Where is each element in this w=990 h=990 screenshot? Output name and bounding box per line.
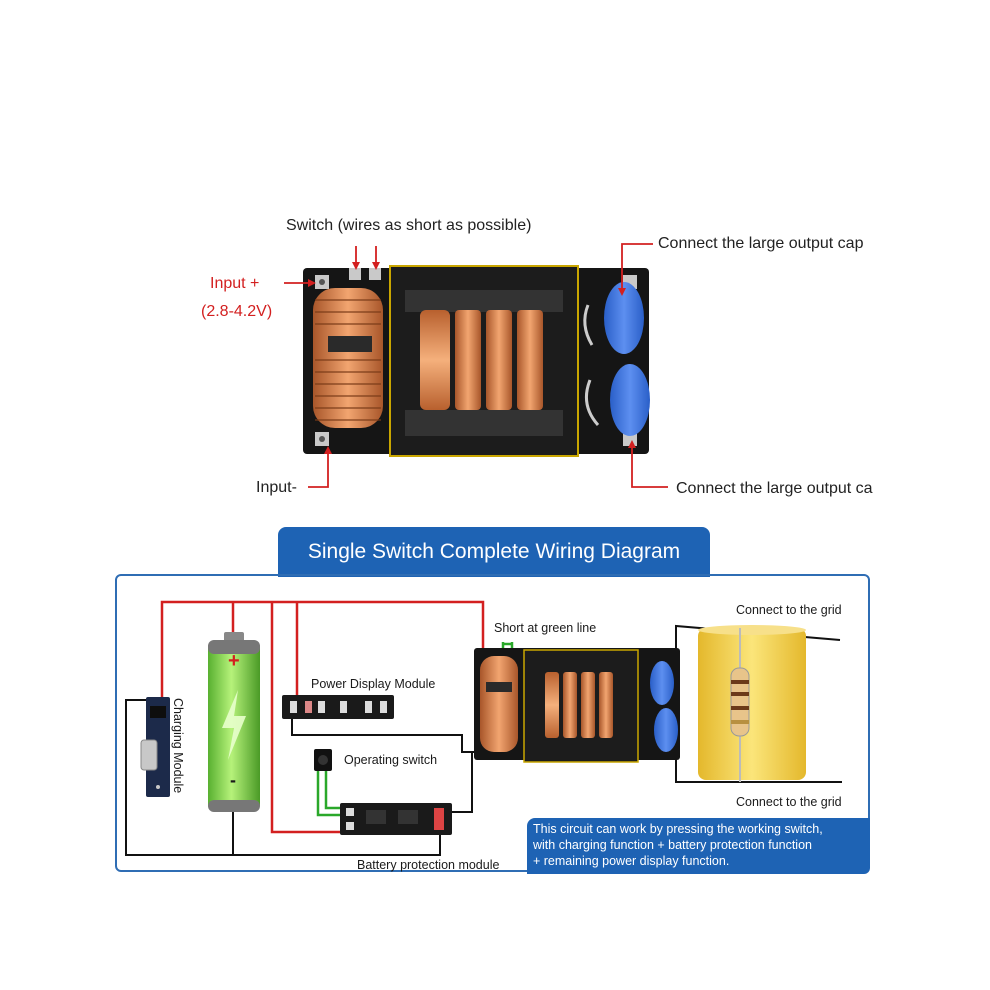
note-line: with charging function + battery protect… (533, 838, 812, 852)
note-line: + remaining power display function. (533, 854, 730, 868)
operating-switch-part (314, 749, 332, 771)
battery-protection-part (340, 803, 452, 835)
input-minus-label: Input- (256, 479, 297, 496)
output-top-label: Connect the large output cap (658, 235, 864, 252)
top-board (303, 265, 650, 457)
diagram-title: Single Switch Complete Wiring Diagram (307, 540, 681, 563)
output-bottom-label: Connect the large output ca (676, 480, 873, 497)
diagram-frame (115, 574, 870, 872)
circuit-note: This circuit can work by pressing the wo… (527, 818, 870, 874)
battery-plus-sign: + (228, 650, 240, 672)
grid-bottom-label: Connect to the grid (736, 795, 842, 809)
diagram-board (474, 648, 680, 763)
charging-module (140, 697, 170, 797)
switch-label: Switch (wires as short as possible) (286, 217, 532, 234)
output-capacitor (698, 625, 806, 782)
grid-top-label: Connect to the grid (736, 603, 842, 617)
operating-switch-label: Operating switch (344, 753, 438, 767)
power-display-module (282, 695, 394, 719)
diagram-title-banner: Single Switch Complete Wiring Diagram (278, 527, 710, 577)
red-wires (160, 600, 485, 834)
input-plus-label: Input + (210, 275, 260, 292)
short-green-label: Short at green line (494, 621, 597, 635)
battery-cell (208, 632, 260, 812)
charging-module-label: Charging Module (171, 698, 185, 794)
note-line: This circuit can work by pressing the wo… (533, 822, 823, 836)
blue-capacitors (583, 282, 650, 436)
transformer (389, 265, 579, 457)
top-callouts (284, 243, 668, 488)
power-display-label: Power Display Module (311, 677, 436, 691)
battery-minus-sign: - (230, 770, 236, 790)
toroid-inductor (313, 288, 383, 428)
battery-protection-label: Battery protection module (357, 858, 500, 872)
input-voltage-label: (2.8-4.2V) (201, 303, 273, 320)
